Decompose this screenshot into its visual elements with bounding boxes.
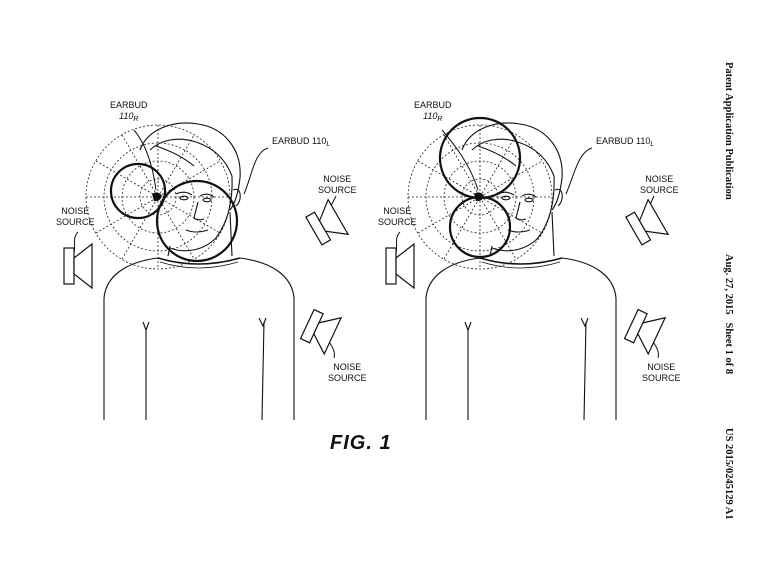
date-sheet: Aug. 27, 2015 Sheet 1 of 8 [723,253,734,375]
right-earbud-r-leader [441,129,479,191]
right-noise-speaker-1 [385,243,415,289]
left-earbud-marker [152,192,162,202]
right-noise-leader-1 [395,231,401,253]
right-noise-speaker-2 [623,199,669,249]
left-noise-speaker-1 [63,243,93,289]
left-earbud-r-label: EARBUD 110R [110,100,148,123]
patent-header: Patent Application Publication Aug. 27, … [723,62,734,520]
left-earbud-r-leader [133,129,157,191]
left-person [103,122,295,421]
right-earbud-marker [474,192,484,202]
figure-label: FIG. 1 [330,432,392,454]
right-panel [385,116,669,421]
publication-title: Patent Application Publication [723,62,734,200]
left-beam-upper [109,162,167,220]
left-earbud-l-label: EARBUD 110L [272,136,331,148]
right-earbud-l-label: EARBUD 110L [596,136,655,148]
left-earbud-l-leader [243,147,269,195]
right-noise-speaker-3 [622,305,666,355]
right-person [425,122,617,421]
publication-number: US 2015/0245129 A1 [723,428,734,520]
left-beam-lower [155,179,239,263]
right-earbud-l-leader [565,147,593,195]
left-noise-speaker-3 [298,305,342,355]
right-earbud-r-label: EARBUD 110R [414,100,452,123]
left-noise-speaker-2 [303,199,349,249]
left-panel [63,122,349,421]
